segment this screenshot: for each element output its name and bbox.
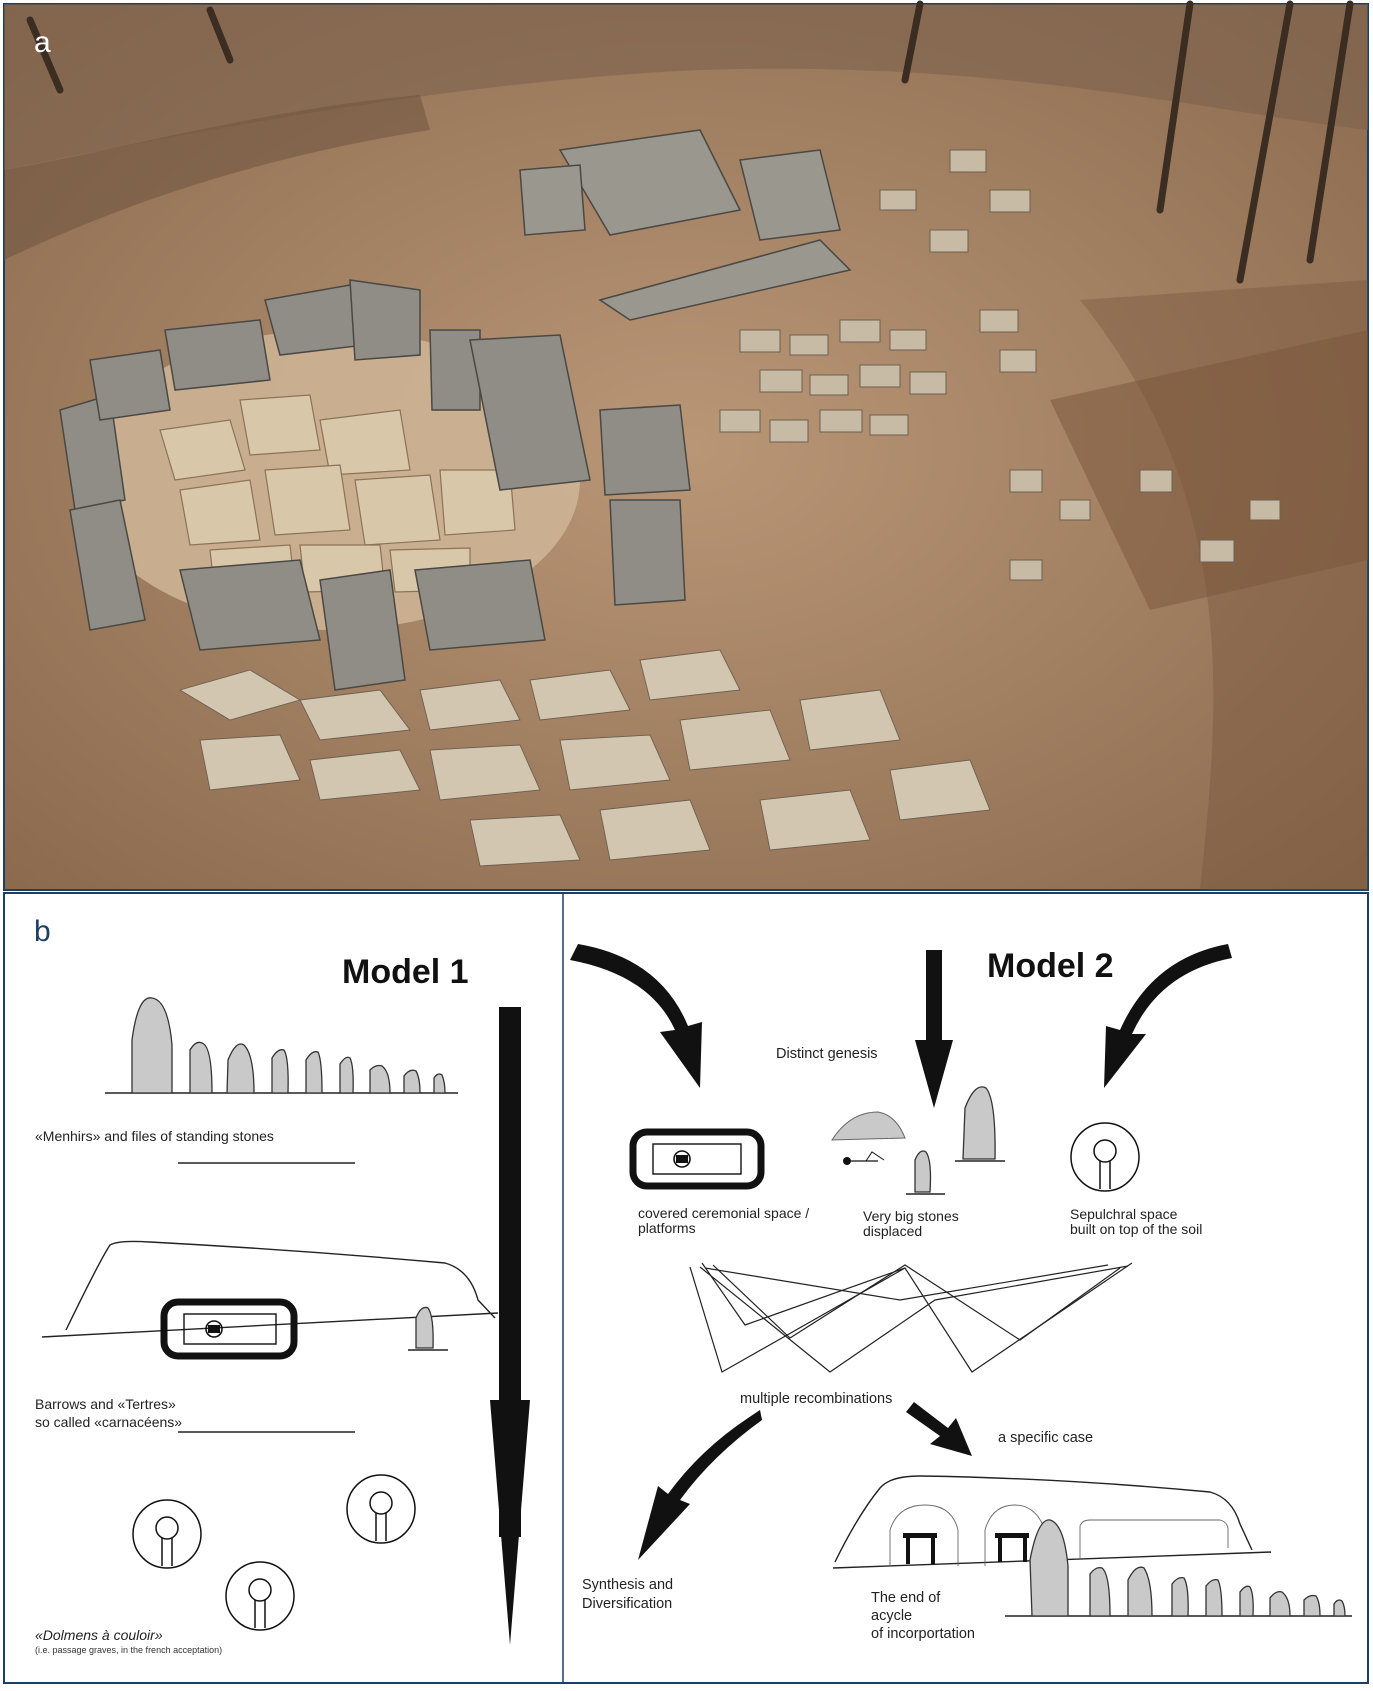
stones-caption-line2: displaced — [863, 1223, 922, 1239]
dolmen-symbol-1 — [132, 1499, 202, 1569]
upper-slabs — [519, 129, 852, 321]
sepulchral-symbol — [1070, 1122, 1140, 1192]
end-caption-line1: The end of — [871, 1590, 941, 1606]
arrow-to-specific-case — [906, 1402, 972, 1456]
sepulchral-caption-line1: Sepulchral space — [1070, 1206, 1178, 1222]
model-2: Model 2 Distinct genesis covered ceremon… — [570, 944, 1352, 1642]
dolmen-symbols — [132, 1474, 416, 1631]
arrow-center-down — [915, 950, 953, 1108]
dolmen-symbol-3 — [346, 1474, 416, 1544]
end-caption-line3: of incorportation — [871, 1626, 975, 1642]
arrow-to-synthesis — [638, 1410, 762, 1560]
menhir-row — [105, 997, 458, 1094]
specific-case-label: a specific case — [998, 1430, 1093, 1446]
barrows-caption-line2: so called «carnacéens» — [35, 1414, 182, 1430]
end-caption-line2: acycle — [871, 1608, 912, 1624]
menhirs-caption: «Menhirs» and files of standing stones — [35, 1128, 274, 1144]
dolmens-caption: «Dolmens à couloir» — [35, 1627, 163, 1643]
model-2-title: Model 2 — [987, 947, 1114, 985]
panel-b-label: b — [34, 915, 51, 948]
incoming-arrows — [570, 944, 1232, 1108]
orthostats — [59, 279, 691, 691]
model-1: Model 1 «Menhirs» and files of standing … — [35, 953, 530, 1655]
platform-symbol — [629, 1128, 765, 1190]
arrow-right-curved — [1104, 944, 1232, 1088]
panel-b-frame: b — [3, 892, 1369, 1684]
model-1-arrow — [490, 1007, 530, 1645]
dolmens-note: (i.e. passage graves, in the french acce… — [35, 1645, 222, 1655]
stones-caption-line1: Very big stones — [863, 1208, 959, 1224]
distinct-genesis-label: Distinct genesis — [776, 1046, 878, 1062]
model-1-title: Model 1 — [342, 953, 469, 991]
displaced-stones-symbol — [831, 1086, 1005, 1195]
arrow-left-curved — [570, 944, 702, 1088]
excavation-photo: a — [3, 0, 1369, 891]
combined-monument — [832, 1475, 1352, 1617]
trees — [26, 0, 1354, 284]
recombination-lines — [689, 1262, 1133, 1373]
rubble — [719, 149, 1281, 581]
dolmen-symbol-2 — [225, 1561, 295, 1631]
sepulchral-caption-line2: built on top of the soil — [1070, 1221, 1202, 1237]
covered-caption-line2: platforms — [638, 1220, 696, 1236]
outgoing-arrows — [638, 1402, 972, 1560]
synthesis-caption-line1: Synthesis and — [582, 1577, 673, 1593]
barrow-drawing — [41, 1240, 499, 1360]
synthesis-caption-line2: Diversification — [582, 1596, 672, 1612]
barrows-caption-line1: Barrows and «Tertres» — [35, 1396, 176, 1412]
covered-caption-line1: covered ceremonial space / — [638, 1205, 809, 1221]
rubble-mound — [178, 649, 991, 867]
recombinations-label: multiple recombinations — [740, 1391, 892, 1407]
photo-label: a — [34, 26, 51, 59]
